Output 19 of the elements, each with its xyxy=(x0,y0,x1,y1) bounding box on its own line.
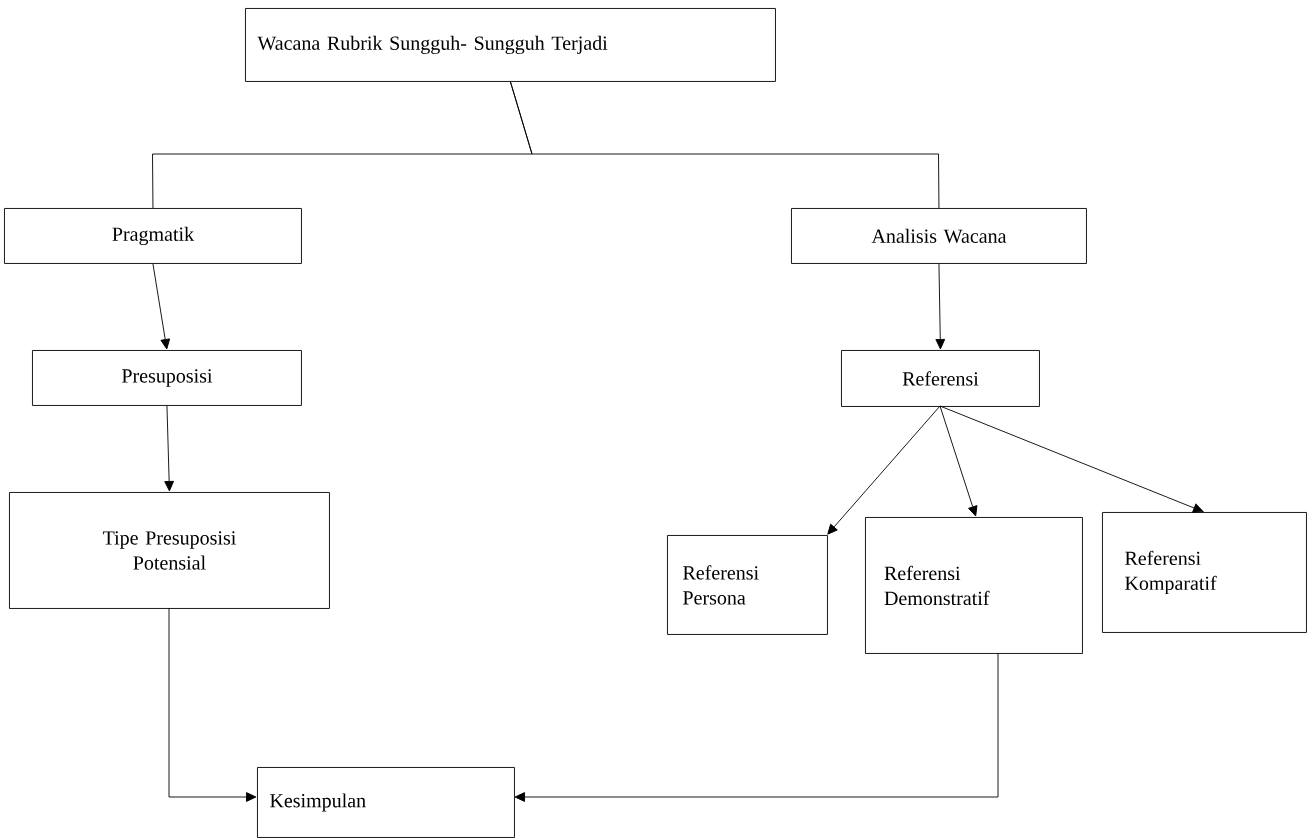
text-box: Referensi xyxy=(841,350,1040,407)
arrow xyxy=(152,263,171,350)
arrow xyxy=(827,405,941,535)
arrow xyxy=(935,263,946,350)
text-box: Referensi Komparatif xyxy=(1102,512,1307,633)
arrow xyxy=(939,405,1204,513)
arrow xyxy=(939,405,978,517)
text-box: Analisis Wacana xyxy=(791,208,1087,264)
text-box: Pragmatik xyxy=(4,208,302,264)
text-box: Wacana Rubrik Sungguh- Sungguh Terjadi xyxy=(245,8,776,82)
text-box: Referensi Persona xyxy=(667,535,828,635)
arrow xyxy=(164,405,174,492)
text-box: Tipe Presuposisi Potensial xyxy=(9,492,330,609)
arrow xyxy=(168,607,257,802)
text-box: Kesimpulan xyxy=(257,767,515,838)
arrow xyxy=(514,652,999,802)
text-box: Referensi Demonstratif xyxy=(865,517,1083,654)
connector-line xyxy=(510,81,940,209)
text-box: Presuposisi xyxy=(32,350,302,406)
